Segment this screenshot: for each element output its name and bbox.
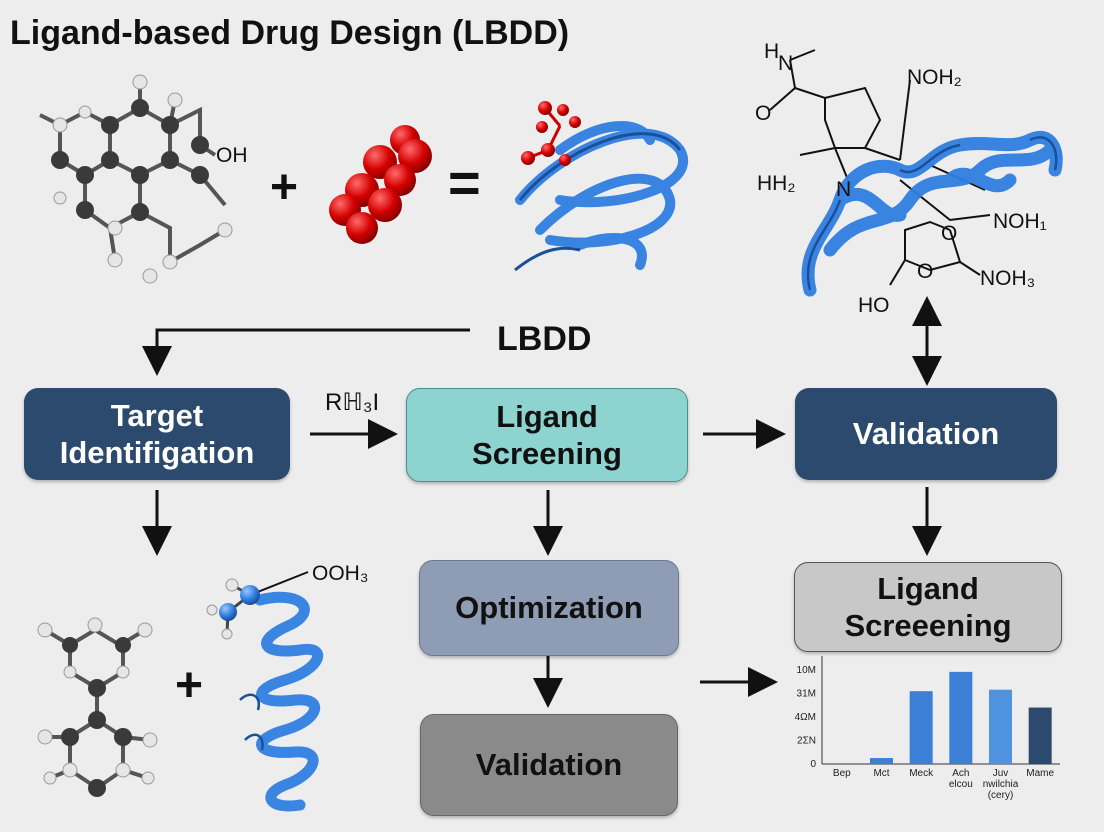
- chart-x-tick-label: Meck: [909, 768, 934, 779]
- chart-bar: [909, 691, 933, 764]
- o-ring2-label: O: [917, 260, 933, 283]
- ligand-screening-2-text: Ligand Screeening: [844, 570, 1012, 643]
- o-ring1-label: O: [941, 222, 957, 245]
- ho-label: HO: [858, 294, 890, 317]
- lbdd-elbow-arrow: [142, 328, 470, 376]
- chart-x-tick-label: Mct: [873, 768, 889, 779]
- chart-y-tick-label: 4ΩM: [795, 712, 816, 723]
- ligand-screening-box[interactable]: Ligand Screening: [406, 388, 688, 482]
- plus-sign-bottom: +: [175, 659, 204, 712]
- chart-bar: [949, 671, 973, 764]
- chart-bar: [1028, 707, 1052, 764]
- chart-y-tick-label: 0: [810, 759, 816, 770]
- optimization-box[interactable]: Optimization: [419, 560, 679, 656]
- lbdd-label: LBDD: [497, 320, 592, 358]
- chart-bar: [870, 758, 893, 764]
- validation-box-bottom[interactable]: Validation: [420, 714, 678, 816]
- chart-x-tick-label: Bep: [833, 768, 851, 779]
- ligand-screening-text: Ligand Screening: [472, 398, 622, 471]
- n-mid-label: N: [836, 178, 851, 201]
- o-left-label: O: [755, 102, 771, 125]
- chart-y-tick-label: 31M: [797, 689, 816, 700]
- ooh3-label: OOH₃: [312, 562, 368, 585]
- chart-y-tick-label: 10M: [797, 665, 816, 676]
- h-label: H: [764, 40, 779, 63]
- target-identification-text: Target Identifigation: [59, 397, 255, 470]
- plus-sign-top: +: [270, 161, 299, 214]
- target-identification-box[interactable]: Target Identifigation: [24, 388, 290, 480]
- rhi-label: Rℍ₃I: [325, 389, 380, 416]
- noh3-label: NOH₃: [980, 267, 1035, 290]
- noh2-label: NOH₂: [907, 66, 962, 89]
- validation-bottom-text: Validation: [475, 747, 623, 783]
- chart-y-tick-label: 2ΣN: [797, 736, 816, 747]
- page-title: Ligand-based Drug Design (LBDD): [10, 14, 570, 52]
- ligand-screening-box-2[interactable]: Ligand Screeening: [794, 562, 1062, 652]
- chart-bar: [989, 689, 1012, 764]
- validation-box-right[interactable]: Validation: [795, 388, 1057, 480]
- oh-label: OH: [216, 144, 248, 167]
- n-top-label: N: [778, 52, 793, 75]
- noh1-label: NOH₁: [993, 210, 1047, 233]
- optimization-text: Optimization: [455, 590, 643, 626]
- chart-x-tick-label: Mame: [1026, 768, 1054, 779]
- equals-sign: =: [448, 151, 481, 214]
- hh2-label: HH₂: [757, 172, 795, 195]
- validation-right-text: Validation: [852, 416, 1000, 452]
